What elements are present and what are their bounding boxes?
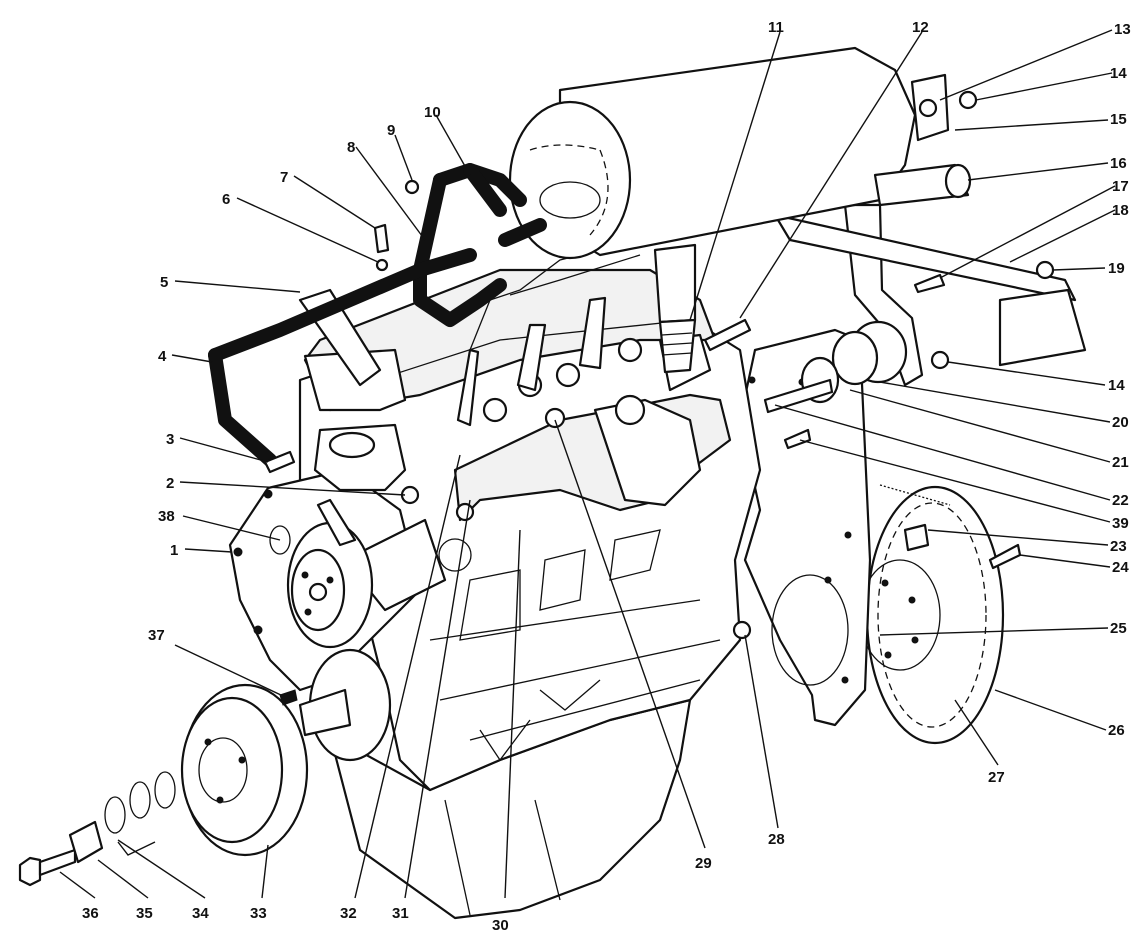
muffler [508, 46, 972, 374]
callout-11: 11 [768, 19, 784, 36]
callout-5: 5 [160, 274, 168, 291]
callout-35: 35 [136, 905, 153, 922]
callout-30: 30 [492, 917, 509, 934]
callout-24: 24 [1112, 559, 1129, 576]
callout-17: 17 [1112, 178, 1129, 195]
callout-33: 33 [250, 905, 267, 922]
callout-15: 15 [1110, 111, 1127, 128]
water-pump [286, 498, 447, 649]
callout-14b: 14 [1108, 377, 1125, 394]
callout-6: 6 [222, 191, 230, 208]
callout-27: 27 [988, 769, 1005, 786]
callout-37: 37 [148, 627, 165, 644]
callout-16: 16 [1110, 155, 1127, 172]
callout-18: 18 [1112, 202, 1129, 219]
callout-1: 1 [170, 542, 178, 559]
callout-14a: 14 [1110, 65, 1127, 82]
callout-8: 8 [347, 139, 355, 156]
exhaust-manifold [453, 333, 732, 522]
callout-26: 26 [1108, 722, 1125, 739]
callout-12: 12 [912, 19, 929, 36]
callout-leaders [59, 29, 1116, 899]
callout-28: 28 [768, 831, 785, 848]
callout-38: 38 [158, 508, 175, 525]
hardware [18, 90, 1055, 887]
callout-34: 34 [192, 905, 209, 922]
callout-20: 20 [1112, 414, 1129, 431]
callout-23: 23 [1110, 538, 1127, 555]
flywheel [859, 484, 1005, 745]
callout-labels: 1 2 3 4 5 6 7 8 9 10 11 12 13 14 15 16 1… [82, 19, 1131, 934]
callout-25: 25 [1110, 620, 1127, 637]
callout-21: 21 [1112, 454, 1129, 471]
muffler-bracket [773, 73, 1087, 387]
callout-39: 39 [1112, 515, 1129, 532]
callout-32: 32 [340, 905, 357, 922]
callout-9: 9 [387, 122, 395, 139]
callout-13: 13 [1114, 21, 1131, 38]
callout-31: 31 [392, 905, 409, 922]
callout-3: 3 [166, 431, 174, 448]
crank-pulley [180, 648, 392, 857]
callout-2: 2 [166, 475, 174, 492]
callout-36: 36 [82, 905, 99, 922]
callout-22: 22 [1112, 492, 1129, 509]
callout-7: 7 [280, 169, 288, 186]
callout-4: 4 [158, 348, 167, 365]
breather-hoses [208, 163, 547, 467]
callout-19: 19 [1108, 260, 1125, 277]
callout-29: 29 [695, 855, 712, 872]
callout-10: 10 [424, 104, 441, 121]
spark-plug-wires [456, 244, 641, 427]
